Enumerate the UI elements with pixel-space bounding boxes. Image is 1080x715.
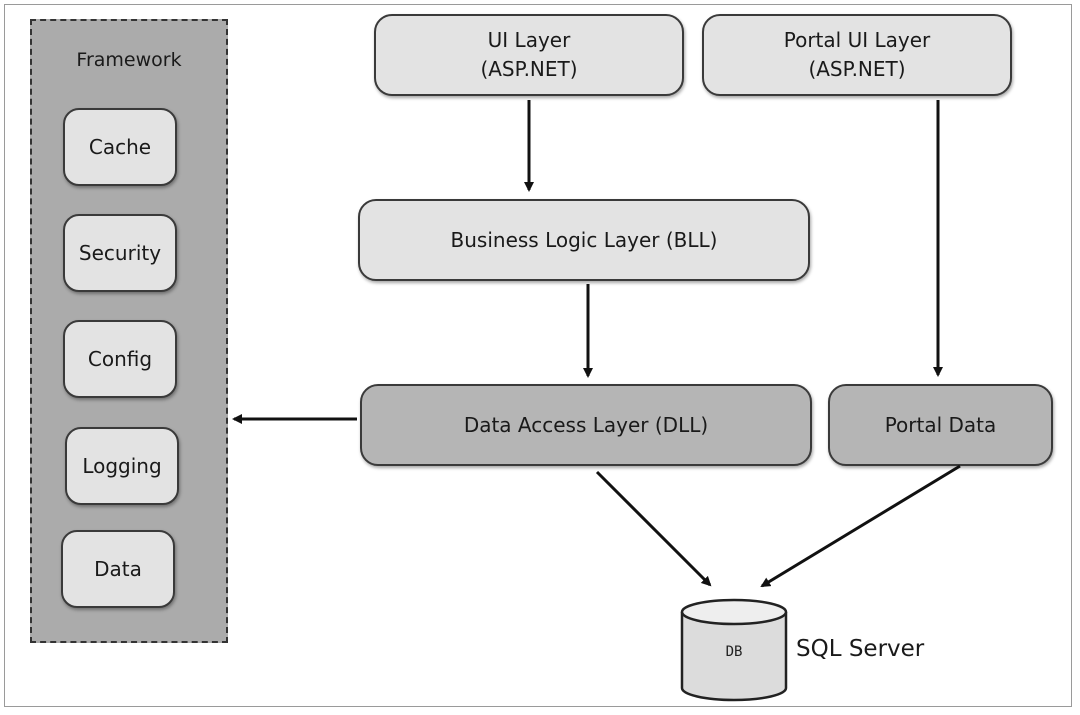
- framework-panel: Framework Cache Security Config Logging …: [30, 19, 228, 643]
- ui-layer-box: UI Layer (ASP.NET): [374, 14, 684, 96]
- framework-item-security: Security: [63, 214, 177, 292]
- data-access-layer-label: Data Access Layer (DLL): [463, 412, 709, 437]
- arrow-portal-data-to-db: [760, 464, 961, 588]
- framework-item-config: Config: [63, 320, 177, 398]
- framework-item-cache: Cache: [63, 108, 177, 186]
- portal-ui-layer-title: Portal UI Layer: [783, 28, 931, 52]
- portal-ui-layer-tech: (ASP.NET): [808, 57, 906, 81]
- framework-title: Framework: [76, 49, 182, 71]
- database-icon-text: DB: [726, 644, 743, 660]
- sql-server-label: SQL Server: [796, 636, 925, 662]
- business-logic-layer-label: Business Logic Layer (BLL): [450, 227, 718, 252]
- ui-layer-tech: (ASP.NET): [480, 57, 578, 81]
- framework-item-logging: Logging: [65, 427, 179, 505]
- portal-ui-layer-box: Portal UI Layer (ASP.NET): [702, 14, 1012, 96]
- business-logic-layer-box: Business Logic Layer (BLL): [358, 199, 810, 281]
- portal-data-box: Portal Data: [828, 384, 1053, 466]
- arrow-dal-to-db: [595, 470, 712, 587]
- framework-item-data: Data: [61, 530, 175, 608]
- data-access-layer-box: Data Access Layer (DLL): [360, 384, 812, 466]
- portal-data-label: Portal Data: [884, 412, 997, 437]
- database-icon: DB: [680, 598, 788, 702]
- ui-layer-title: UI Layer: [487, 28, 571, 52]
